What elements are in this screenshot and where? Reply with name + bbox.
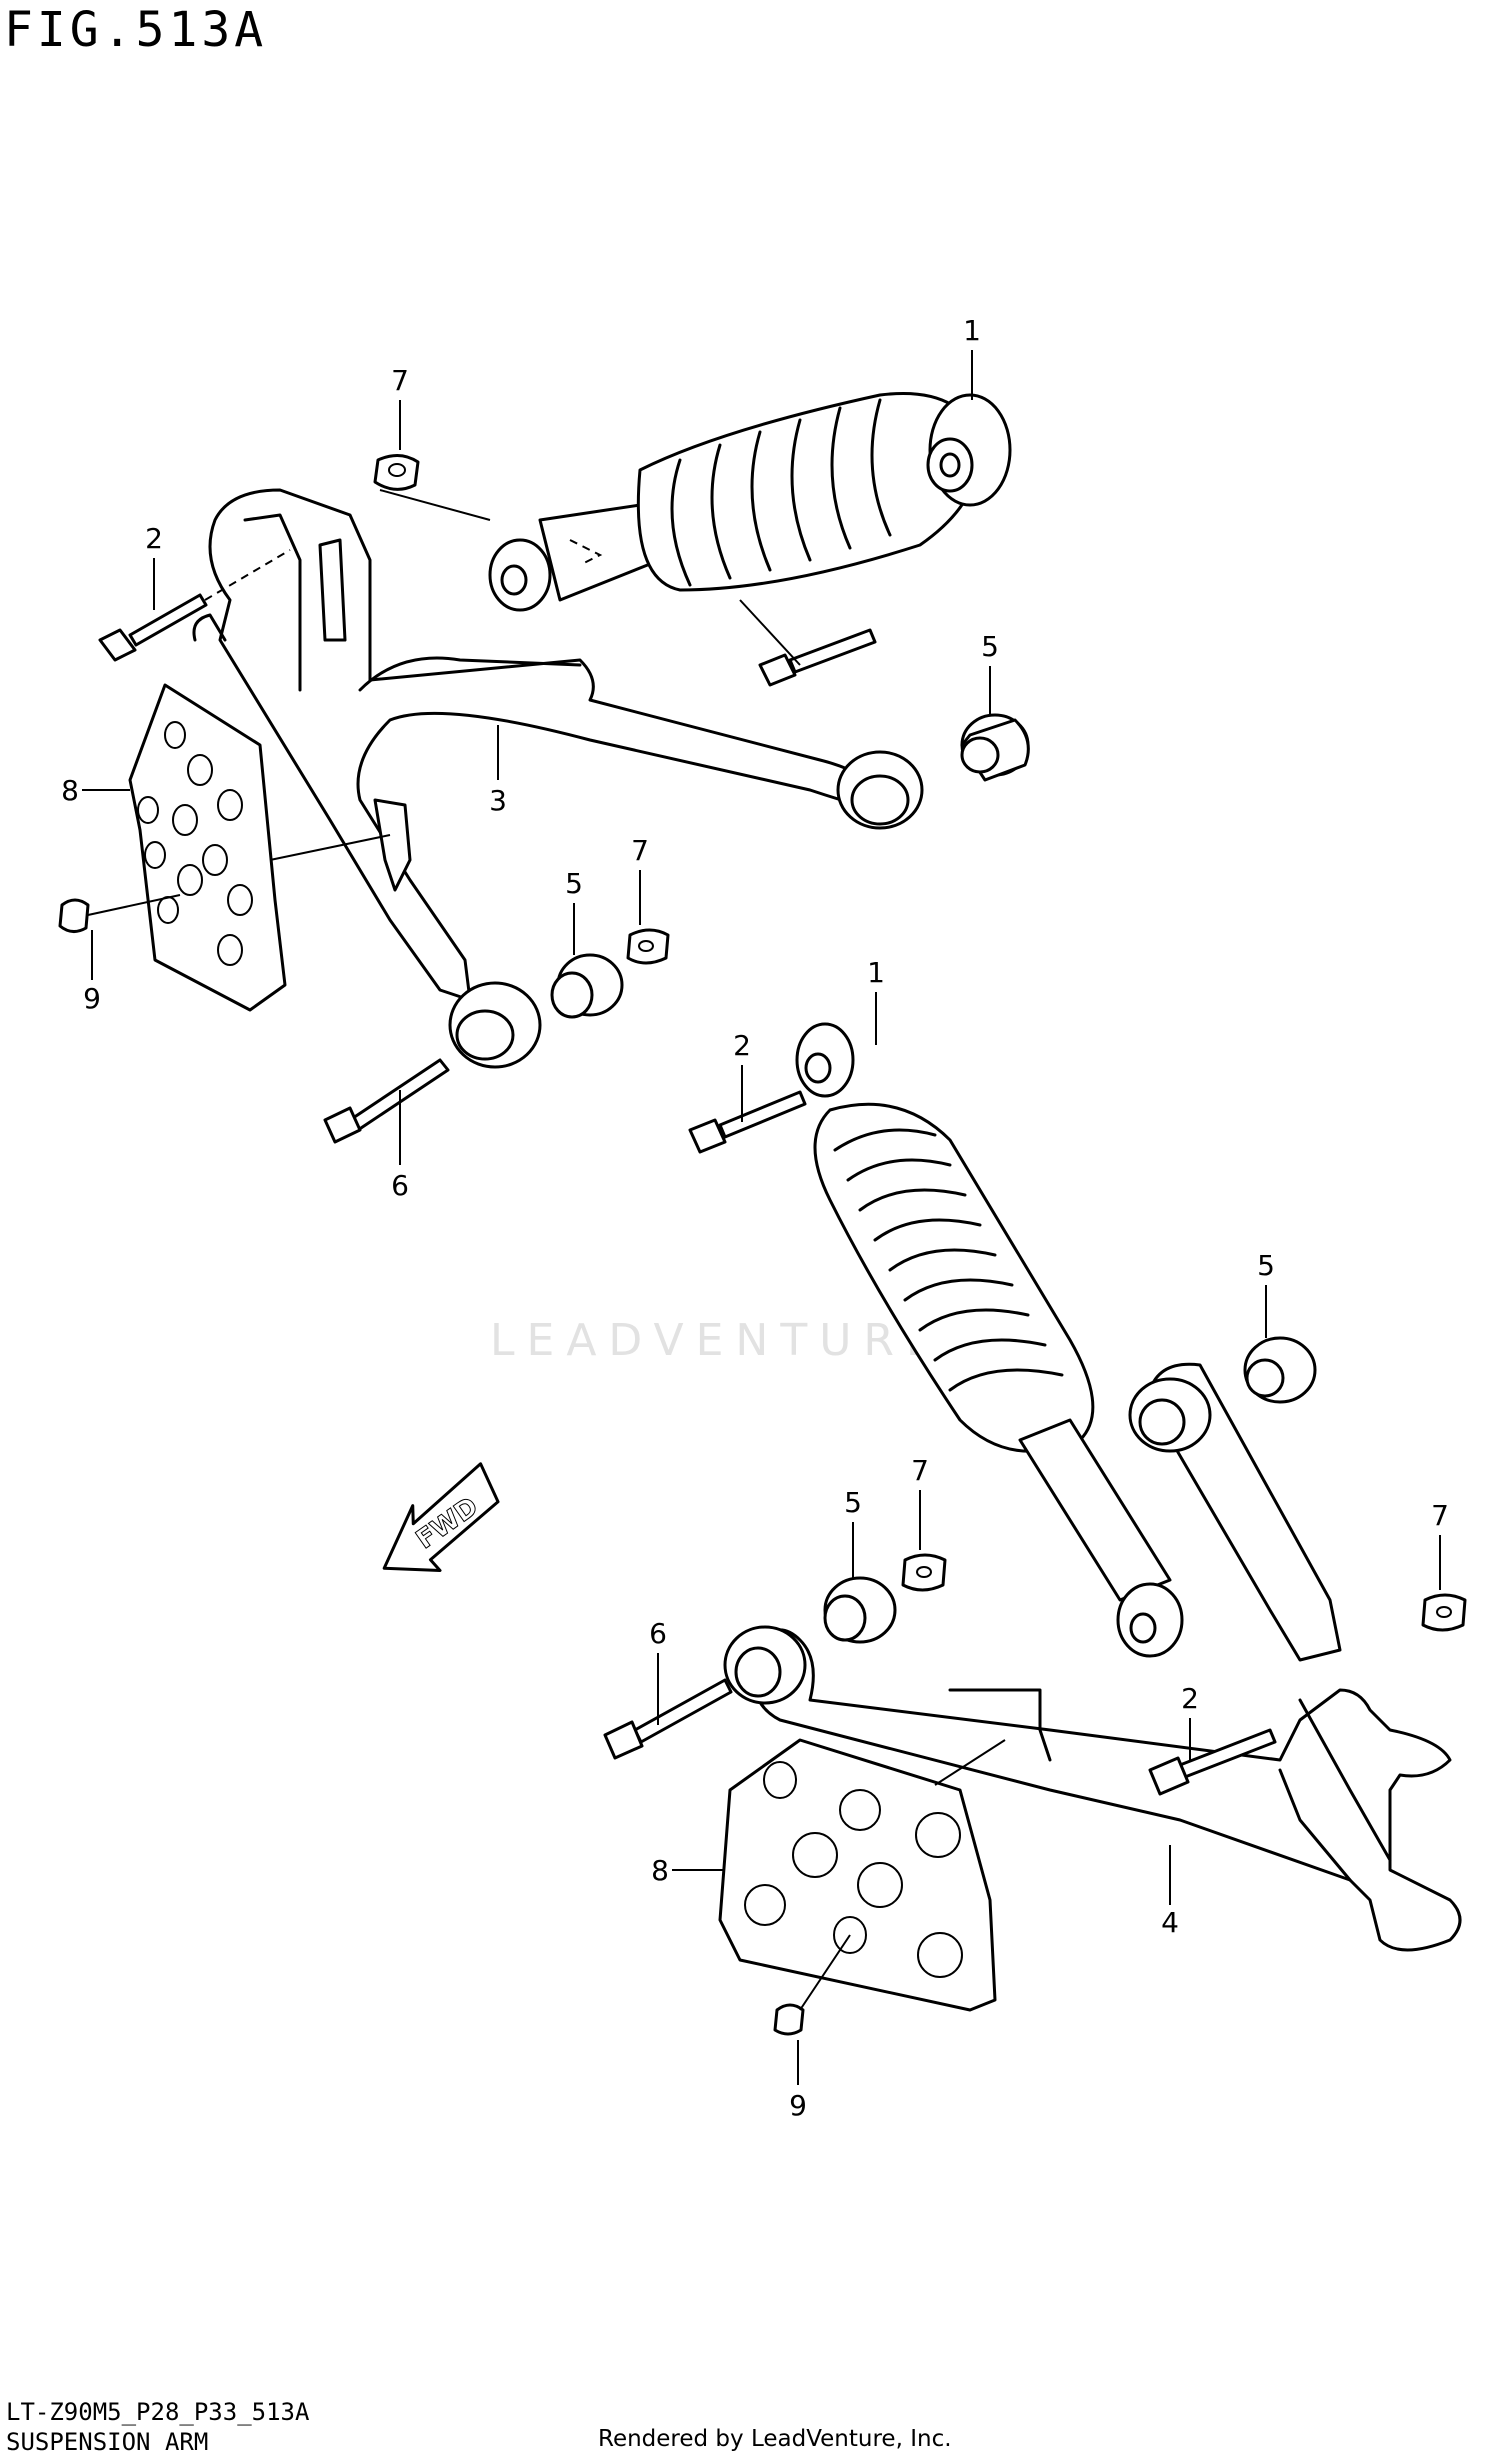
lower-nut-7-rear[interactable] [1421,1593,1467,1632]
upper-footrest-plate[interactable] [128,683,391,1012]
upper-suspension-arm[interactable] [192,488,882,1002]
lower-arm-bushing-rear[interactable] [1128,1377,1212,1453]
lower-bushing-5-front[interactable] [823,1576,897,1644]
callout-8-upper: 8 [61,774,79,807]
upper-screw-9[interactable] [58,894,181,933]
upper-nut-7-front[interactable] [626,928,670,965]
upper-arm-bushing-rear[interactable] [836,750,924,830]
callout-2-upper: 2 [145,522,163,555]
callout-9-upper: 9 [83,982,101,1015]
callout-7-lower-front: 7 [911,1454,929,1487]
upper-shock-absorber[interactable] [488,391,1012,612]
upper-arm-bushing-front[interactable] [448,981,542,1069]
callout-7-upper: 7 [391,364,409,397]
lower-bushing-5-rear[interactable] [1243,1336,1317,1404]
figure-title: FIG.513A [4,2,268,58]
callouts: 1 7 2 5 3 8 9 5 7 6 1 2 5 5 7 7 6 2 8 [61,314,1449,2122]
callout-2-lower-top: 2 [733,1029,751,1062]
lower-arm-bushing-front[interactable] [723,1625,807,1705]
callout-5-upper-rear: 5 [981,630,999,663]
lower-footrest-plate[interactable] [718,1738,1006,2012]
diagram-code: LT-Z90M5_P28_P33_513A [6,2398,310,2426]
callout-7-upper-front: 7 [631,834,649,867]
callout-2-lower-bottom: 2 [1181,1682,1199,1715]
callout-5-lower-front: 5 [844,1486,862,1519]
upper-bracket[interactable] [373,798,412,892]
callout-5-upper-front: 5 [565,867,583,900]
callout-9-lower: 9 [789,2089,807,2122]
upper-bolt-6[interactable] [323,1058,450,1144]
callout-1-upper: 1 [963,314,981,347]
callout-6-lower: 6 [649,1617,667,1650]
upper-bushing-5-front[interactable] [550,953,624,1019]
upper-bushing-5-rear[interactable] [960,713,1030,782]
watermark-text: LEADVENTURE [490,1315,946,1366]
callout-7-lower-rear: 7 [1431,1499,1449,1532]
callout-6-upper: 6 [391,1169,409,1202]
section-name: SUSPENSION ARM [6,2428,209,2456]
lower-shock-absorber[interactable] [795,1022,1184,1658]
callout-8-lower: 8 [651,1854,669,1887]
callout-5-lower-rear: 5 [1257,1249,1275,1282]
upper-nut-7[interactable] [373,454,491,521]
callout-1-lower: 1 [867,956,885,989]
callout-4: 4 [1161,1906,1179,1939]
credit-text: Rendered by LeadVenture, Inc. [598,2426,952,2452]
lower-screw-9[interactable] [773,1934,851,2036]
lower-bolt-6[interactable] [603,1678,733,1760]
callout-3: 3 [489,784,507,817]
lower-bolt-2-top[interactable] [688,1090,807,1154]
upper-bolt-shock[interactable] [739,599,877,687]
fwd-arrow: FWD [382,1462,500,1572]
lower-nut-7-front[interactable] [901,1553,947,1592]
lower-bolt-2-bottom[interactable] [1148,1728,1277,1796]
upper-bolt-2[interactable] [98,549,291,662]
